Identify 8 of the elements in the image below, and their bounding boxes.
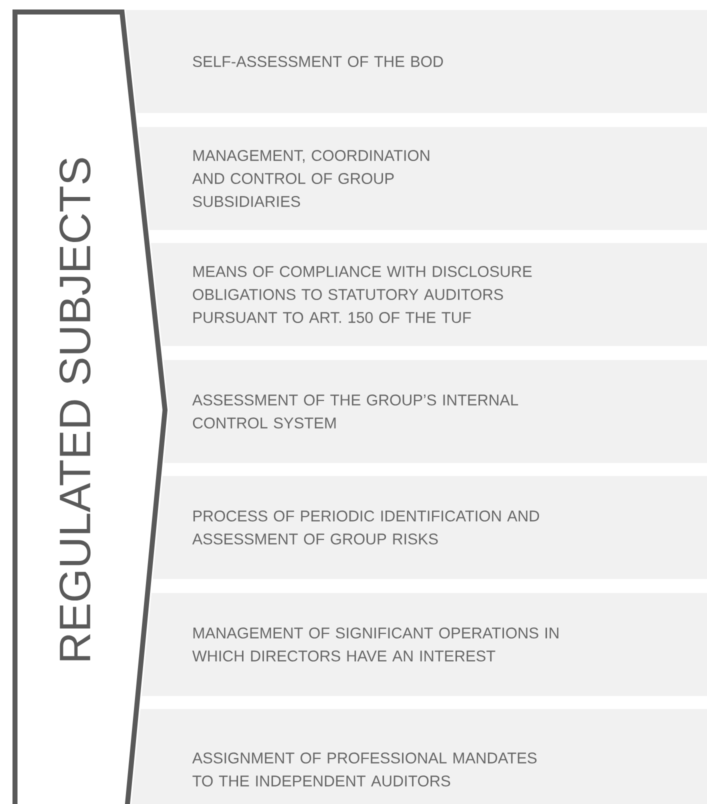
subject-band: MANAGEMENT OF SIGNIFICANT OPERATIONS IN WHICH DIRECTORS HAVE AN INTEREST (142, 593, 707, 696)
subject-band: ASSIGNMENT OF PROFESSIONAL MANDATES TO THE INDEPENDENT AUDITORS (129, 709, 707, 804)
subject-band: SELF-ASSESSMENT OF THE BOD (126, 10, 707, 113)
subject-band: MEANS OF COMPLIANCE WITH DISCLOSURE OBLIGATIONS TO STATUTORY AUDITORS PURSUANT TO ART. 150 OF THE TUF (151, 243, 707, 346)
chevron-header: REGULATED SUBJECTS (12, 10, 168, 804)
subject-band: PROCESS OF PERIODIC IDENTIFICATION AND ASSESSMENT OF GROUP RISKS (152, 476, 707, 579)
subject-band: ASSESSMENT OF THE GROUP’S INTERNAL CONTROL SYSTEM (164, 360, 707, 463)
subject-band: MANAGEMENT, COORDINATION AND CONTROL OF GROUP SUBSIDIARIES (138, 127, 707, 230)
